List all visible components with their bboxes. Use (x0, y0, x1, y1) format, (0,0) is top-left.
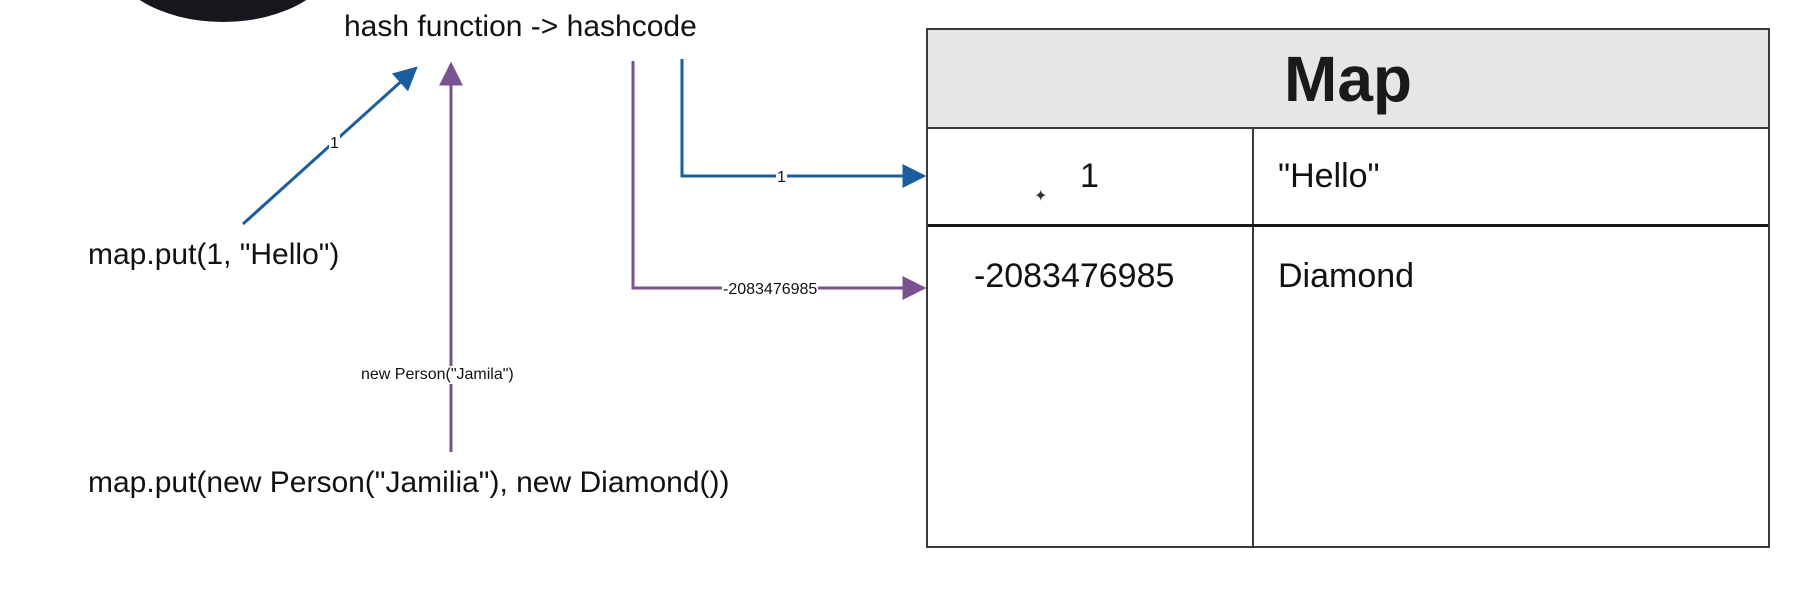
map-value-2: Diamond (1278, 257, 1415, 295)
map-table: Map ✦ 1 "Hello" -2083476985 Diamond (926, 28, 1770, 548)
arrow-hash-to-row2 (631, 61, 927, 300)
edge-label-put2: new Person("Jamila") (360, 366, 515, 384)
map-key-2: -2083476985 (974, 257, 1175, 295)
put-statement-1: map.put(1, "Hello") (88, 238, 340, 271)
edge-label-row2: -2083476985 (722, 281, 819, 299)
row-divider (928, 224, 1768, 227)
edge-label-put1: 1 (329, 135, 340, 153)
hash-function-title: hash function -> hashcode (344, 10, 697, 43)
map-value-1: "Hello" (1278, 157, 1380, 195)
put-statement-2: map.put(new Person("Jamilia"), new Diamo… (88, 466, 730, 499)
arrow-hash-to-row1 (680, 59, 927, 188)
edge-label-row1: 1 (776, 169, 787, 187)
map-title: Map (928, 30, 1768, 129)
cursor-icon: ✦ (1034, 188, 1048, 205)
map-key-1: 1 (1080, 157, 1099, 195)
column-divider (1252, 127, 1254, 546)
